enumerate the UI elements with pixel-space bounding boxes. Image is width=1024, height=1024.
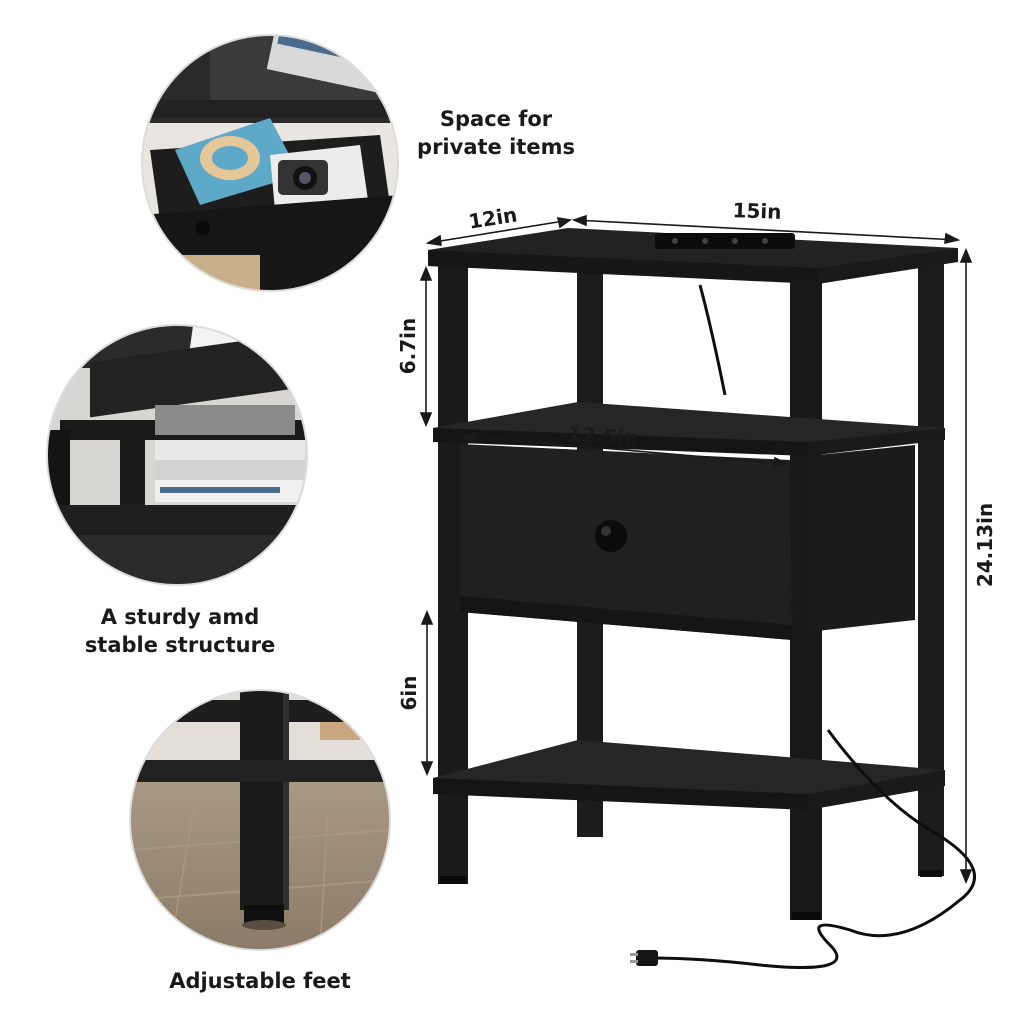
caption-sturdy-line1: A sturdy amd [100,605,260,629]
caption-private-items-line1: Space for [439,107,553,131]
drawer-detail-photo [141,34,399,292]
power-plug-icon [630,950,658,966]
power-cord-upper [698,284,727,396]
dim-width-label: 15in [732,198,782,224]
power-cord [649,729,977,969]
caption-adjustable-feet: Adjustable feet [150,967,370,995]
dim-drawer-width-label: 12.5in [567,422,639,451]
caption-feet-label: Adjustable feet [169,969,351,993]
dim-total-height-label: 24.13in [973,503,997,587]
feet-detail-photo [129,689,391,951]
dim-shelf-height-label: 6.7in [396,318,420,375]
caption-private-items-line2: private items [417,135,575,159]
dim-bottom-height-label: 6in [397,675,421,710]
dim-drawer-height-label: 5in [799,527,823,562]
dimension-lines [419,214,973,885]
structure-detail-photo [46,324,308,586]
drawer-front [460,444,792,640]
caption-private-items: Space for private items [408,105,584,161]
drawer-knob [595,520,627,552]
caption-sturdy-line2: stable structure [84,633,276,657]
power-strip [655,233,795,249]
caption-sturdy-structure: A sturdy amd stable structure [60,603,300,659]
nightstand [428,228,977,969]
